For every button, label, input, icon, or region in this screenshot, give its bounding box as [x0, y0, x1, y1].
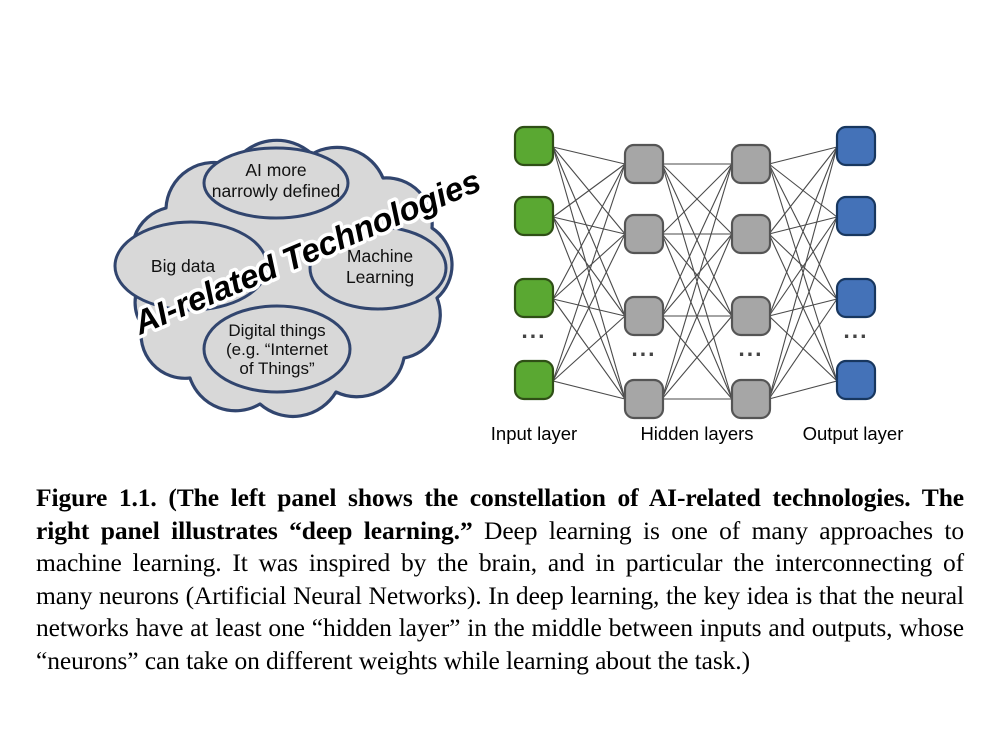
output-node[interactable]: [835, 125, 877, 167]
caption-body: Deep learning is one of many approaches …: [36, 515, 964, 675]
bubble-machine-learning-line-1: Machine: [347, 246, 413, 266]
bubble-ai-narrow-outline: [202, 146, 350, 220]
hidden-layer-2-nodes: [730, 143, 772, 420]
input-layer-nodes: [513, 125, 555, 401]
hidden-node[interactable]: [730, 143, 772, 185]
input-layer-label: Input layer: [491, 423, 577, 444]
bubble-big-data-outline: [113, 220, 269, 312]
bubble-ai-narrow-line-2: narrowly defined: [212, 181, 340, 201]
output-node[interactable]: [835, 359, 877, 401]
input-node[interactable]: [513, 125, 555, 167]
output-ellipsis: ...: [843, 317, 868, 343]
bubble-digital-things-line-3: of Things”: [239, 359, 315, 378]
bubble-ai-narrow-line-1: AI more: [245, 160, 306, 180]
edges-hidden1-to-hidden2: [661, 163, 733, 400]
bubble-digital-things-line-2: (e.g. “Internet: [226, 340, 328, 359]
hidden-node[interactable]: [623, 213, 665, 255]
hidden-node[interactable]: [623, 295, 665, 337]
bubble-big-data: Big data: [113, 220, 269, 312]
output-node[interactable]: [835, 195, 877, 237]
hidden2-ellipsis: ...: [738, 335, 763, 361]
edges-input-to-hidden1: [552, 146, 626, 400]
hidden-node[interactable]: [730, 378, 772, 420]
output-node[interactable]: [835, 277, 877, 319]
hidden-node[interactable]: [730, 295, 772, 337]
input-node[interactable]: [513, 195, 555, 237]
hidden-node[interactable]: [623, 378, 665, 420]
hidden-layer-1-nodes: [623, 143, 665, 420]
hidden-node[interactable]: [623, 143, 665, 185]
input-node[interactable]: [513, 359, 555, 401]
figure-caption: Figure 1.1. (The left panel shows the co…: [36, 482, 964, 678]
bubble-digital-things-line-1: Digital things: [228, 321, 325, 340]
bubble-ai-narrowly-defined: AI more narrowly defined: [202, 146, 350, 220]
left-panel-ai-cloud: AI more narrowly defined Big data Machin…: [80, 120, 480, 420]
neural-network-svg: ... ... ... ... Input layer Hidden layer…: [491, 125, 904, 444]
bubble-big-data-label: Big data: [151, 256, 215, 276]
bubble-machine-learning: Machine Learning: [308, 225, 448, 311]
hidden1-ellipsis: ...: [631, 335, 656, 361]
ai-cloud-svg: AI more narrowly defined Big data Machin…: [113, 138, 480, 419]
input-node[interactable]: [513, 277, 555, 319]
output-layer-label: Output layer: [803, 423, 904, 444]
hidden-layers-label: Hidden layers: [640, 423, 753, 444]
input-ellipsis: ...: [521, 317, 546, 343]
hidden-node[interactable]: [730, 213, 772, 255]
bubble-machine-learning-line-2: Learning: [346, 267, 414, 287]
edges-hidden2-to-output: [768, 146, 838, 400]
output-layer-nodes: [835, 125, 877, 401]
bubble-machine-learning-outline: [308, 225, 448, 311]
figure-area: AI more narrowly defined Big data Machin…: [80, 100, 940, 450]
right-panel-neural-network: ... ... ... ... Input layer Hidden layer…: [480, 100, 940, 450]
bubble-digital-things: Digital things (e.g. “Internet of Things…: [202, 304, 352, 394]
caption-bold-lead: Figure 1.1. (The left panel shows the co…: [36, 483, 964, 545]
bubble-digital-things-outline: [202, 304, 352, 394]
